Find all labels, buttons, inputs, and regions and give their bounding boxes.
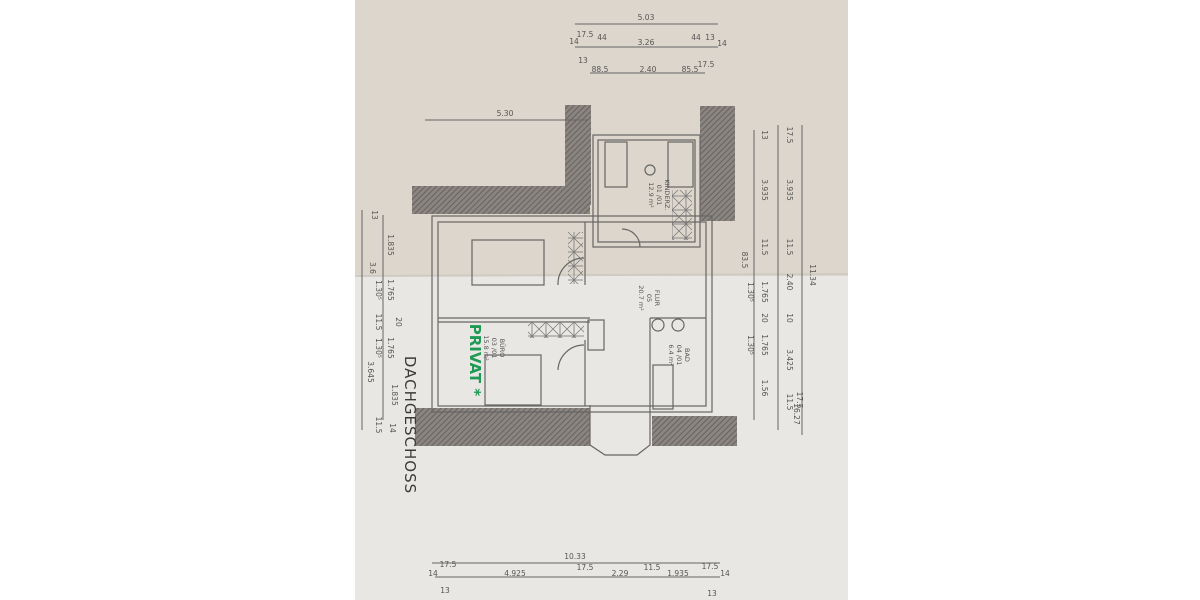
svg-text:04 /01: 04 /01 [675, 345, 683, 366]
svg-text:1.30⁵: 1.30⁵ [374, 338, 383, 358]
svg-text:2.29: 2.29 [612, 569, 629, 578]
svg-text:BAD: BAD [683, 348, 691, 362]
svg-text:88.5: 88.5 [592, 65, 609, 74]
svg-text:13: 13 [707, 589, 717, 598]
svg-text:10: 10 [785, 313, 794, 323]
svg-text:5.03: 5.03 [638, 13, 655, 22]
svg-text:11.5: 11.5 [785, 394, 794, 411]
svg-text:1.56: 1.56 [760, 380, 769, 397]
svg-text:1.935: 1.935 [667, 569, 689, 578]
svg-text:11.5: 11.5 [374, 314, 383, 331]
svg-text:12.9 m²: 12.9 m² [647, 182, 655, 208]
svg-text:20: 20 [760, 313, 769, 323]
svg-text:14: 14 [720, 569, 730, 578]
svg-text:85.5: 85.5 [682, 65, 699, 74]
svg-text:17.5: 17.5 [785, 127, 794, 144]
room-label-bad: BAD 04 /01 6.4 m² [667, 344, 691, 366]
room-label-flur: FLUR 05 20.7 m² [637, 285, 661, 311]
svg-text:KINDERZ.: KINDERZ. [663, 179, 671, 210]
dimensions-bottom: 10.33 17.5 14 13 4.925 17.5 2.29 11.5 1.… [428, 552, 730, 598]
svg-text:13: 13 [440, 586, 450, 595]
svg-text:3.6: 3.6 [368, 262, 377, 274]
dimensions-left: 13 1.835 3.6 1.765 1.30⁵ 20 11.5 1.765 1… [361, 210, 403, 434]
svg-text:20: 20 [394, 317, 403, 327]
room-label-buero: BÜRO 03 /01 15.8 m² [482, 335, 507, 361]
svg-text:13: 13 [578, 56, 588, 65]
room-label-kinderzimmer: KINDERZ. 01 /01 12.9 m² [647, 179, 671, 210]
svg-text:11.5: 11.5 [374, 417, 383, 434]
fold-line [354, 273, 849, 277]
svg-text:3.26: 3.26 [638, 38, 655, 47]
svg-text:01 /01: 01 /01 [655, 185, 663, 206]
drawing-title: DACHGESCHOSS [401, 356, 419, 494]
svg-text:13: 13 [370, 210, 379, 220]
svg-text:20.7 m²: 20.7 m² [637, 285, 645, 311]
svg-text:5.30: 5.30 [497, 109, 514, 118]
svg-text:14: 14 [388, 423, 397, 433]
svg-text:3.645: 3.645 [366, 361, 375, 383]
handwritten-note: PRIVAT * [466, 324, 484, 397]
svg-text:17.5: 17.5 [698, 60, 715, 69]
svg-text:14: 14 [428, 569, 438, 578]
dimensions-right: 13 17.5 3.935 3.935 11.5 11.5 83.5 2.40 … [740, 125, 817, 435]
svg-text:1.835: 1.835 [386, 234, 395, 256]
walls [412, 105, 737, 446]
svg-text:83.5: 83.5 [740, 252, 749, 269]
svg-text:1.765: 1.765 [386, 279, 395, 301]
svg-text:03 /01: 03 /01 [490, 338, 498, 359]
svg-text:44: 44 [597, 33, 607, 42]
svg-text:FLUR: FLUR [653, 290, 661, 307]
svg-text:1.765: 1.765 [760, 281, 769, 303]
svg-text:3.935: 3.935 [760, 179, 769, 201]
svg-text:2.40: 2.40 [785, 274, 794, 291]
svg-text:16.27: 16.27 [792, 403, 801, 425]
svg-text:05: 05 [645, 294, 653, 302]
svg-text:2.40: 2.40 [640, 65, 657, 74]
svg-text:14: 14 [717, 39, 727, 48]
svg-text:17.5: 17.5 [702, 562, 719, 571]
svg-text:44: 44 [691, 33, 701, 42]
svg-text:13: 13 [760, 130, 769, 140]
svg-text:10.33: 10.33 [564, 552, 586, 561]
svg-text:1.765: 1.765 [760, 334, 769, 356]
svg-text:11.5: 11.5 [760, 239, 769, 256]
svg-text:1.835: 1.835 [390, 384, 399, 406]
svg-text:3.425: 3.425 [785, 349, 794, 371]
svg-text:1.30⁵: 1.30⁵ [746, 335, 755, 355]
svg-text:17.5: 17.5 [440, 560, 457, 569]
svg-text:4.925: 4.925 [504, 569, 526, 578]
svg-text:6.4 m²: 6.4 m² [667, 344, 675, 366]
svg-text:11.5: 11.5 [644, 563, 661, 572]
svg-text:13: 13 [705, 33, 715, 42]
svg-text:3.935: 3.935 [785, 179, 794, 201]
svg-text:1.30⁵: 1.30⁵ [374, 280, 383, 300]
floor-outline [431, 134, 713, 456]
svg-text:1.765: 1.765 [386, 337, 395, 359]
svg-text:1.30⁵: 1.30⁵ [746, 282, 755, 302]
svg-text:11.34: 11.34 [808, 264, 817, 286]
svg-text:14: 14 [569, 37, 579, 46]
svg-text:15.8 m²: 15.8 m² [482, 335, 490, 361]
svg-text:BÜRO: BÜRO [498, 339, 507, 358]
svg-text:17.5: 17.5 [577, 30, 594, 39]
dimensions-top: 5.03 14 17.5 44 3.26 44 13 14 13 88.5 2.… [569, 13, 727, 74]
svg-text:11.5: 11.5 [785, 239, 794, 256]
svg-text:17.5: 17.5 [577, 563, 594, 572]
dimensions-upper-left: 5.30 [425, 109, 588, 121]
paper-sheet [354, 0, 849, 600]
svg-text:17.5: 17.5 [795, 392, 804, 409]
